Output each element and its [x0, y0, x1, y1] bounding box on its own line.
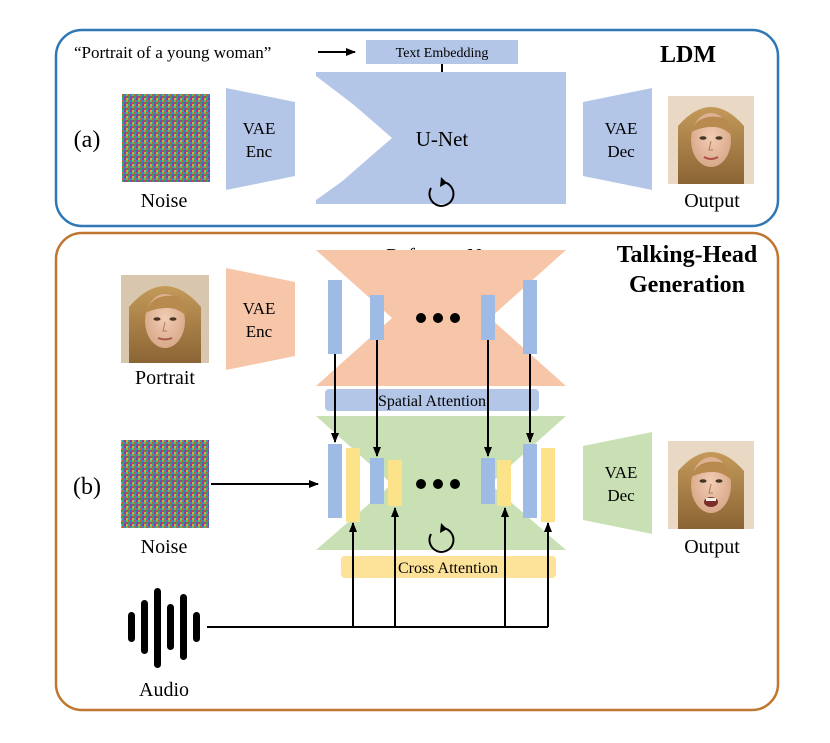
- unet-blue-bar-3: [481, 458, 495, 504]
- text-embedding-box: [366, 40, 518, 64]
- talking-head-panel-border: [54, 231, 780, 712]
- vae-enc-b-line1: VAE: [243, 299, 276, 318]
- panel-b-label: (b): [73, 474, 101, 500]
- vae-dec-a-line1: VAE: [605, 119, 638, 138]
- spatial-attention-bar: [325, 389, 539, 411]
- noise-image-a: [122, 94, 210, 182]
- noise-label-b: Noise: [141, 536, 188, 558]
- vae-enc-b-line2: Enc: [246, 322, 273, 341]
- ldm-title: LDM: [660, 42, 716, 68]
- output-label-b: Output: [684, 536, 740, 558]
- referencenet-bar-2: [370, 295, 384, 340]
- noise-image-b: [121, 440, 209, 528]
- unet-yellow-bar-4: [541, 448, 555, 522]
- referencenet-bar-4: [523, 280, 537, 354]
- unet-blue-bar-1: [328, 444, 342, 518]
- refresh-icon: [428, 523, 455, 553]
- vae-decoder-a: [583, 88, 652, 190]
- unet-yellow-bar-3: [497, 460, 511, 506]
- unet-shape: [316, 72, 566, 204]
- prompt-text: “Portrait of a young woman”: [74, 43, 271, 62]
- portrait-label: Portrait: [135, 367, 195, 389]
- spatial-attention-label: Spatial Attention: [378, 393, 486, 410]
- unet-blue-bar-2: [370, 458, 384, 504]
- referencenet-bar-3: [481, 295, 495, 340]
- vae-dec-b-line1: VAE: [605, 463, 638, 482]
- unet-ellipsis: [416, 479, 460, 489]
- talking-head-title-line2: Generation: [629, 272, 745, 298]
- vae-decoder-b: [583, 432, 652, 534]
- ldm-panel-border: [54, 28, 780, 228]
- unet-blue-bar-4: [523, 444, 537, 518]
- refresh-icon: [428, 177, 455, 207]
- noise-label-a: Noise: [141, 190, 188, 212]
- unet-label: U-Net: [416, 127, 469, 151]
- output-portrait-b: [668, 441, 754, 529]
- ldm-panel: LDM (a) “Portrait of a young woman” Text…: [54, 28, 780, 228]
- output-label-a: Output: [684, 190, 740, 212]
- vae-encoder-b: [226, 268, 295, 370]
- unet-yellow-bar-2: [388, 460, 402, 506]
- unet-yellow-bar-1: [346, 448, 360, 522]
- talking-head-panel: Talking-Head Generation (b) Portrait VAE…: [54, 231, 780, 712]
- vae-dec-a-line2: Dec: [607, 142, 635, 161]
- vae-enc-a-line2: Enc: [246, 142, 273, 161]
- vae-encoder-a: [226, 88, 295, 190]
- referencenet-ellipsis: [416, 313, 460, 323]
- cross-attention-label: Cross Attention: [398, 560, 498, 577]
- panel-a-label: (a): [74, 127, 101, 153]
- vae-enc-a-line1: VAE: [243, 119, 276, 138]
- output-portrait-a: [668, 96, 754, 184]
- text-embedding-label: Text Embedding: [396, 46, 489, 61]
- referencenet-bar-1: [328, 280, 342, 354]
- vae-dec-b-line2: Dec: [607, 486, 635, 505]
- talking-head-title-line1: Talking-Head: [617, 242, 758, 268]
- audio-waveform-icon: [128, 588, 200, 668]
- audio-label: Audio: [139, 679, 189, 701]
- input-portrait: [121, 275, 209, 363]
